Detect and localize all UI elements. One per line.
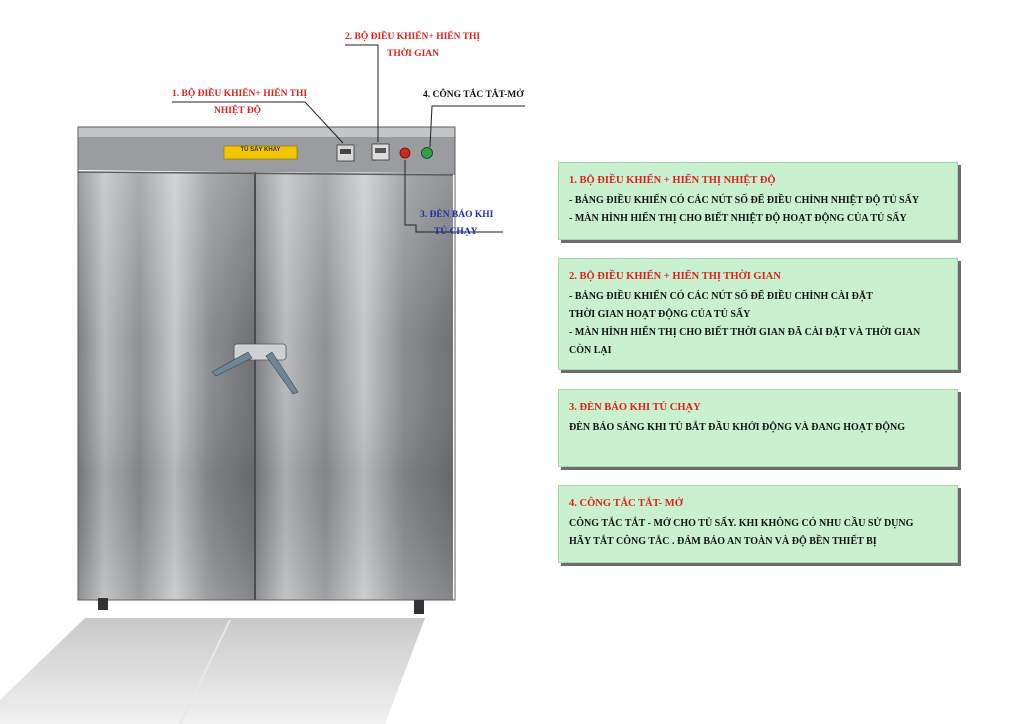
box-2-title: 2. BỘ ĐIỀU KHIỂN + HIỂN THỊ THỜI GIAN <box>569 271 781 282</box>
cabinet-foot <box>98 598 108 610</box>
box-2-line: THỜI GIAN HOẠT ĐỘNG CỦA TỦ SẤY <box>569 309 751 320</box>
box-2-line: - BẢNG ĐIỀU KHIỂN CÓ CÁC NÚT SỐ ĐỂ ĐIỀU … <box>569 291 873 302</box>
door-handles <box>211 343 299 395</box>
label-plate-text: TỦ SẤY KHAY <box>240 147 281 153</box>
callout-3: 3. ĐÈN BÁO KHI TỦ CHẠY <box>420 207 493 241</box>
callout-2-line1: 2. BỘ ĐIỀU KHIỂN+ HIỂN THỊ <box>345 32 481 42</box>
power-switch <box>421 147 433 159</box>
callout-3-line2: TỦ CHẠY <box>434 227 478 237</box>
callout-1-line1: 1. BỘ ĐIỀU KHIỂN+ HIỂN THỊ <box>172 89 308 99</box>
floor-reflection <box>0 618 425 724</box>
box-2-line: CÒN LẠI <box>569 345 612 356</box>
indicator-lamp <box>399 147 411 159</box>
description-box-1: 1. BỘ ĐIỀU KHIỂN + HIỂN THỊ NHIỆT ĐỘ - B… <box>558 162 958 240</box>
box-1-title: 1. BỘ ĐIỀU KHIỂN + HIỂN THỊ NHIỆT ĐỘ <box>569 175 776 186</box>
box-4-line: CÔNG TẮC TẮT - MỞ CHO TỦ SẤY. KHI KHÔNG … <box>569 518 914 529</box>
leader-line-4 <box>429 105 525 148</box>
description-box-3: 3. ĐÈN BÁO KHI TỦ CHẠY ĐÈN BÁO SÁNG KHI … <box>558 389 958 467</box>
leader-line-2 <box>345 44 379 142</box>
description-box-4: 4. CÔNG TẮC TẮT- MỞ CÔNG TẮC TẮT - MỞ CH… <box>558 485 958 563</box>
box-1-line: - MÀN HÌNH HIỂN THỊ CHO BIẾT NHIỆT ĐỘ HO… <box>569 213 907 224</box>
callout-4: 4. CÔNG TẮC TẮT-MỞ <box>423 87 524 104</box>
cabinet-foot <box>414 600 424 614</box>
callout-3-line1: 3. ĐÈN BÁO KHI <box>420 210 494 220</box>
label-plate <box>223 145 298 160</box>
box-3-title: 3. ĐÈN BÁO KHI TỦ CHẠY <box>569 402 701 413</box>
box-4-title: 4. CÔNG TẮC TẮT- MỞ <box>569 498 683 509</box>
leader-line-3 <box>404 160 503 233</box>
box-3-line: ĐÈN BÁO SÁNG KHI TỦ BẮT ĐẦU KHỞI ĐỘNG VÀ… <box>569 422 905 433</box>
callout-4-line1: 4. CÔNG TẮC TẮT-MỞ <box>423 90 524 100</box>
callout-2: 2. BỘ ĐIỀU KHIỂN+ HIỂN THỊ THỜI GIAN <box>345 29 480 63</box>
box-1-line: - BẢNG ĐIỀU KHIỂN CÓ CÁC NÚT SỐ ĐỂ ĐIỀU … <box>569 195 920 206</box>
callout-2-line2: THỜI GIAN <box>387 49 439 59</box>
box-2-line: - MÀN HÌNH HIỂN THỊ CHO BIẾT THỜI GIAN Đ… <box>569 327 921 338</box>
leader-line-1 <box>172 101 344 144</box>
box-4-line: HÃY TẮT CÔNG TẮC . ĐẢM BẢO AN TOÀN VÀ ĐỘ… <box>569 536 877 547</box>
callout-1: 1. BỘ ĐIỀU KHIỂN+ HIỂN THỊ NHIỆT ĐỘ <box>172 86 307 120</box>
callout-1-line2: NHIỆT ĐỘ <box>214 106 262 116</box>
description-box-2: 2. BỘ ĐIỀU KHIỂN + HIỂN THỊ THỜI GIAN - … <box>558 258 958 370</box>
